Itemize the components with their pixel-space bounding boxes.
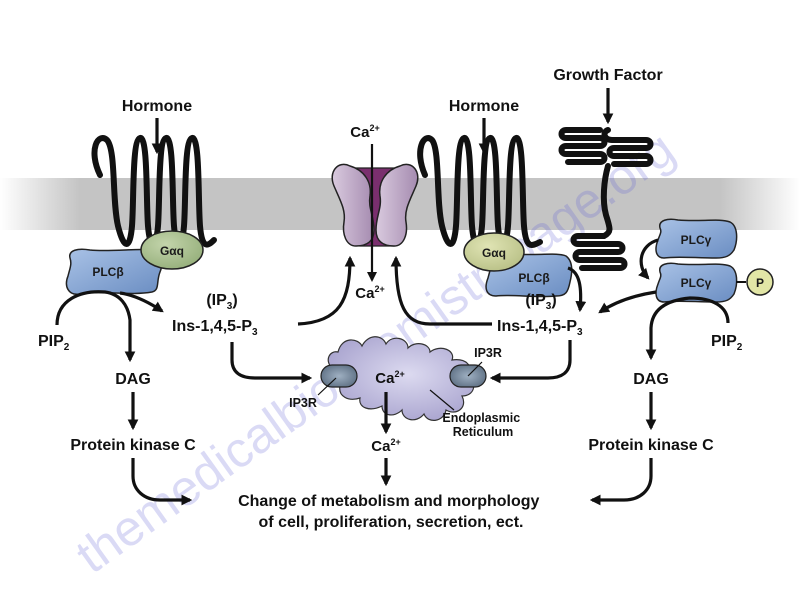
middle-gpcr-receptor (417, 134, 543, 248)
middle-ip3-to-er-arrow (489, 340, 572, 384)
left-pip2-arc (55, 290, 136, 363)
left-pip2-label: PIP2 (38, 333, 70, 353)
calcium-channel (331, 163, 419, 247)
ip3r-right-leader (467, 361, 483, 377)
svg-text:PLCβ: PLCβ (518, 271, 549, 285)
left-ip3-arrow (119, 291, 164, 313)
middle-ip3-name: Ins-1,4,5-P3 (497, 318, 583, 338)
left-dag-label: DAG (115, 371, 151, 388)
ip3-receptor-left (320, 364, 358, 388)
receptor-tyrosine-kinase (558, 127, 654, 271)
left-pkc-to-outcome-arrow (131, 458, 193, 506)
left-ip3-abbrev: (IP3) (206, 292, 237, 312)
outcome-text: Change of metabolism and morphology of c… (238, 493, 544, 531)
er-ca-label: Ca2+ (375, 369, 404, 387)
svg-text:PLCβ: PLCβ (92, 265, 123, 279)
left-ip3-name: Ins-1,4,5-P3 (172, 318, 258, 338)
middle-plc-to-ip3-arrow (567, 266, 587, 313)
svg-text:P: P (756, 276, 764, 290)
right-pip2-arc (645, 296, 730, 361)
svg-text:PLCγ: PLCγ (681, 276, 712, 290)
ip3r-right-label: IP3R (474, 346, 502, 360)
middle-ip3-to-channel-arrow (390, 255, 492, 326)
er-label: Endoplasmic Reticulum (442, 411, 523, 439)
right-pkc-label: Protein kinase C (588, 437, 714, 454)
er-label-leader (429, 389, 455, 411)
ip3r-left-leader (317, 377, 337, 396)
endoplasmic-reticulum (327, 336, 475, 421)
left-galpha-q: Gαq (140, 230, 204, 270)
right-plc-to-ip3-arrow (598, 290, 657, 314)
released-ca-label: Ca2+ (371, 437, 400, 455)
left-hormone-label: Hormone (122, 98, 192, 115)
svg-text:Gαq: Gαq (160, 244, 184, 258)
left-ip3-to-channel-arrow (297, 255, 356, 326)
right-pkc-to-outcome-arrow (589, 458, 653, 506)
plc-gamma-activation-arrow (638, 238, 659, 280)
plc-gamma-active: PLCγ (655, 262, 738, 303)
svg-text:PLCγ: PLCγ (681, 233, 712, 247)
growth-factor-label: Growth Factor (553, 67, 662, 84)
svg-text:Gαq: Gαq (482, 246, 506, 260)
left-pkc-label: Protein kinase C (70, 437, 196, 454)
channel-ca-top-label: Ca2+ (350, 123, 379, 141)
middle-ip3-abbrev: (IP3) (525, 292, 556, 312)
left-plc-beta: PLCβ (65, 248, 163, 295)
left-gpcr-receptor (91, 134, 217, 248)
channel-ca-bottom-label: Ca2+ (355, 284, 384, 302)
middle-hormone-label: Hormone (449, 98, 519, 115)
right-dag-label: DAG (633, 371, 669, 388)
left-ip3-to-er-arrow (230, 342, 313, 384)
right-pip2-label: PIP2 (711, 333, 743, 353)
plc-gamma-inactive: PLCγ (655, 218, 738, 259)
phosphate-group: P (746, 268, 774, 296)
ip3r-left-label: IP3R (289, 396, 317, 410)
middle-galpha-q: Gαq (463, 232, 525, 272)
